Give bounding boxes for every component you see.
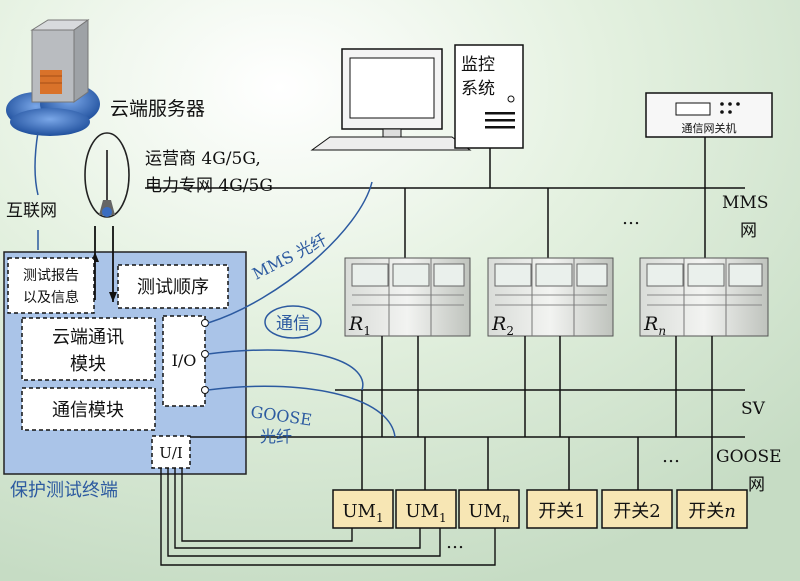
goose-bus-label-line1: GOOSE xyxy=(716,447,782,467)
wiring-ellipsis: … xyxy=(446,532,464,553)
goose-ellipsis: … xyxy=(662,446,680,467)
monitor-label-line2: 系统 xyxy=(461,79,495,99)
svg-text:以及信息: 以及信息 xyxy=(23,289,79,306)
internet-label: 互联网 xyxy=(6,201,57,221)
test-report-box: 测试报告 以及信息 xyxy=(7,257,95,314)
svg-text:开关1: 开关1 xyxy=(538,501,585,522)
test-sequence-box: 测试顺序 xyxy=(117,264,229,309)
io-box: I/O xyxy=(162,315,209,407)
relay-label-rn: Rn xyxy=(643,313,666,338)
unit-switch-2: 开关2 xyxy=(601,489,673,529)
sv-bus-label: SV xyxy=(741,399,766,419)
goose-fiber-link xyxy=(207,385,396,438)
relay-label-r2: R2 xyxy=(491,313,514,338)
ui-box: U/I xyxy=(151,435,191,469)
antenna-icon xyxy=(84,132,130,218)
monitor-label-line1: 监控 xyxy=(461,55,495,75)
carrier-label-line1: 运营商 4G/5G, xyxy=(145,149,261,169)
monitoring-computer-icon xyxy=(310,44,524,151)
svg-text:测试报告: 测试报告 xyxy=(23,268,79,284)
comm-link xyxy=(207,349,364,391)
relay-cabinet-r2 xyxy=(487,257,614,337)
goose-bus-label-line2: 网 xyxy=(748,475,765,495)
svg-text:UMn: UMn xyxy=(468,501,509,525)
unit-umn: UMn xyxy=(458,489,520,529)
relay-label-r1: R1 xyxy=(348,313,371,338)
carrier-label-line2: 电力专网 4G/5G xyxy=(145,176,273,196)
svg-text:UM1: UM1 xyxy=(405,501,446,525)
unit-switch-n: 开关n xyxy=(676,489,748,529)
comm-label-oval xyxy=(264,305,322,339)
svg-text:I/O: I/O xyxy=(172,351,197,370)
terminal-title: 保护测试终端 xyxy=(10,480,118,501)
cloud-server-label: 云端服务器 xyxy=(110,98,205,120)
comm-label: 通信 xyxy=(276,314,310,334)
cloud-server-icon xyxy=(6,19,100,136)
gateway-label: 通信网关机 xyxy=(682,121,737,135)
svg-text:U/I: U/I xyxy=(159,444,183,462)
svg-text:测试顺序: 测试顺序 xyxy=(137,277,209,298)
mms-ellipsis: … xyxy=(622,208,640,229)
mms-bus-label-line2: 网 xyxy=(740,221,757,241)
cloud-comm-module-box: 云端通讯 模块 xyxy=(21,317,156,381)
unit-um1-b: UM1 xyxy=(395,489,457,529)
comm-module-box: 通信模块 xyxy=(21,387,156,431)
svg-text:模块: 模块 xyxy=(70,354,106,375)
mms-bus-label-line1: MMS xyxy=(722,193,768,213)
unit-um1-a: UM1 xyxy=(332,489,394,529)
svg-text:开关2: 开关2 xyxy=(613,501,660,522)
svg-text:云端通讯: 云端通讯 xyxy=(52,327,124,348)
relay-cabinet-r1 xyxy=(344,257,471,337)
mms-fiber-link xyxy=(207,181,373,324)
ui-wiring xyxy=(160,468,496,566)
svg-text:开关n: 开关n xyxy=(688,501,736,522)
svg-text:通信模块: 通信模块 xyxy=(52,400,124,421)
goose-fiber-label-line2: 光纤 xyxy=(260,427,292,446)
gateway-device-icon xyxy=(645,92,773,138)
unit-switch-1: 开关1 xyxy=(526,489,598,529)
relay-cabinet-rn xyxy=(639,257,769,337)
internet-link-line xyxy=(34,131,39,196)
svg-text:UM1: UM1 xyxy=(342,501,383,525)
